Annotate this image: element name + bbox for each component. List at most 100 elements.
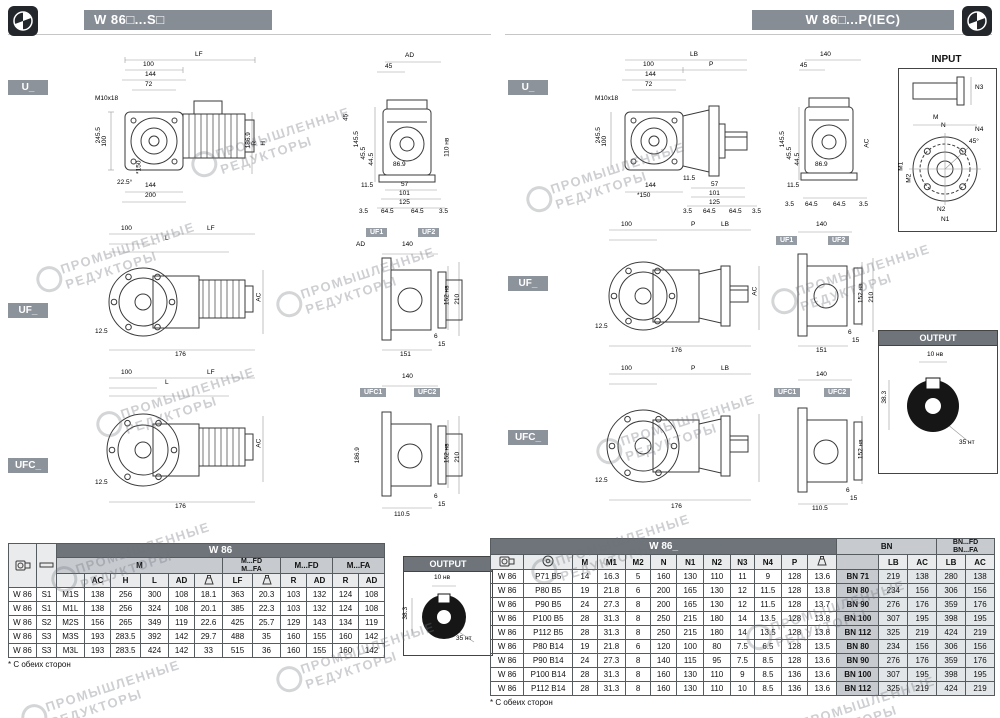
col-motor (56, 573, 85, 589)
dimension-label: 6 (848, 329, 852, 336)
col-r-fa: R (332, 573, 359, 589)
dimension-label: 12.5 (595, 477, 608, 484)
view-variant-label: UFC1 (774, 388, 801, 397)
col-ad-fd: AD (306, 573, 333, 589)
weight-icon (807, 554, 838, 571)
view-variant-label: UF1 (366, 228, 388, 237)
left-table-area: W 86 M M...FD M...FA M...FD M...FA AC H … (8, 542, 386, 669)
dimension-label: 210 (454, 293, 462, 305)
dimension-label: 44.5 (368, 152, 376, 166)
dimension-label: LB (721, 221, 729, 228)
dimension-label: 140 (402, 373, 413, 380)
dimension-label: R (251, 140, 259, 146)
dimension-label: 45° (969, 138, 979, 145)
dimension-label: 12.5 (95, 328, 108, 335)
dimension-label: 100 (101, 135, 109, 147)
col-ac: AC (84, 573, 111, 589)
input-title: INPUT (931, 54, 962, 65)
shaft-icon (36, 542, 57, 589)
dimension-label: H (260, 140, 268, 146)
dimension-label: 57 (401, 181, 409, 188)
section-label-uf-right: UF_ (508, 276, 548, 291)
dimension-label: 100 (121, 369, 132, 376)
dimension-label: LB (721, 365, 729, 372)
gearbox-icon (8, 542, 37, 589)
dimension-label: AC (255, 292, 263, 302)
dimension-label: 64.5 (729, 208, 742, 215)
brand-logo (8, 6, 38, 36)
left-table-title: W 86 (55, 543, 386, 558)
dimension-label: 145.5 (352, 131, 360, 148)
dimension-label: 64.5 (381, 208, 394, 215)
dimension-label: AD (356, 241, 366, 248)
group-bnfd-bnfa: BN...FD BN...FA (936, 537, 995, 556)
col-n3: N3 (729, 554, 756, 571)
dimension-label: 72 (145, 81, 153, 88)
dimension-label: 100 (143, 61, 154, 68)
dimension-label: 3.5 (683, 208, 693, 215)
col-l: L (140, 573, 169, 589)
col-ac-bn: AC (907, 554, 938, 571)
output-title: OUTPUT (404, 557, 492, 572)
dimension-label: 45.5 (360, 146, 368, 160)
right-table-title: W 86_ (489, 537, 838, 556)
dimension-label: AD (405, 52, 415, 59)
dimension-label: M (933, 114, 939, 121)
dimension-label: 151 (400, 351, 411, 358)
dimension-label: *150 (637, 192, 651, 199)
right-dimensions-table: W 86_ BN BN...FD BN...FA M M1 M2 N N1 (489, 537, 995, 697)
dimension-label: AC (863, 138, 871, 148)
section-label-ufc-left: UFC_ (8, 458, 48, 473)
dimension-label: P (691, 221, 696, 228)
col-bn-name (836, 554, 880, 571)
dimension-label: L (165, 379, 169, 386)
dimension-label: 200 (145, 192, 156, 199)
view-variant-label: UF2 (418, 228, 440, 237)
view-variant-label: UF1 (776, 236, 798, 245)
dimension-label: 35 нт (456, 635, 472, 642)
right-table-area: W 86_ BN BN...FD BN...FA M M1 M2 N N1 (489, 537, 995, 707)
view-variant-label: UF2 (828, 236, 850, 245)
dimension-label: 15 (438, 501, 446, 508)
page-title-left: W 86□...S□ (84, 10, 272, 30)
dimension-label: 100 (621, 365, 632, 372)
dimension-label: 3.5 (859, 201, 869, 208)
dimension-label: 45.5 (786, 146, 794, 160)
dimension-label: P (691, 365, 696, 372)
section-label-uf-left: UF_ (8, 303, 48, 318)
dimension-label: 86.9 (815, 161, 828, 168)
dimension-label: 45 (342, 113, 350, 121)
col-lb-bn: LB (878, 554, 909, 571)
dimension-label: 15 (438, 341, 446, 348)
gearbox-icon (489, 554, 525, 571)
dimension-label: LF (195, 51, 203, 58)
dimension-label: 15 (852, 337, 860, 344)
dimension-label: 125 (709, 199, 720, 206)
dimension-label: M1 (897, 161, 905, 171)
output-title: OUTPUT (879, 331, 997, 346)
left-dimensions-table: W 86 M M...FD M...FA M...FD M...FA AC H … (8, 542, 386, 659)
dimension-label: N1 (941, 216, 950, 223)
dimension-label: 3.5 (752, 208, 762, 215)
dimension-label: 44.5 (794, 152, 802, 166)
dimension-label: *150 (135, 160, 143, 174)
dimension-label: 10 нв (927, 351, 944, 358)
dimension-label: LF (207, 225, 215, 232)
